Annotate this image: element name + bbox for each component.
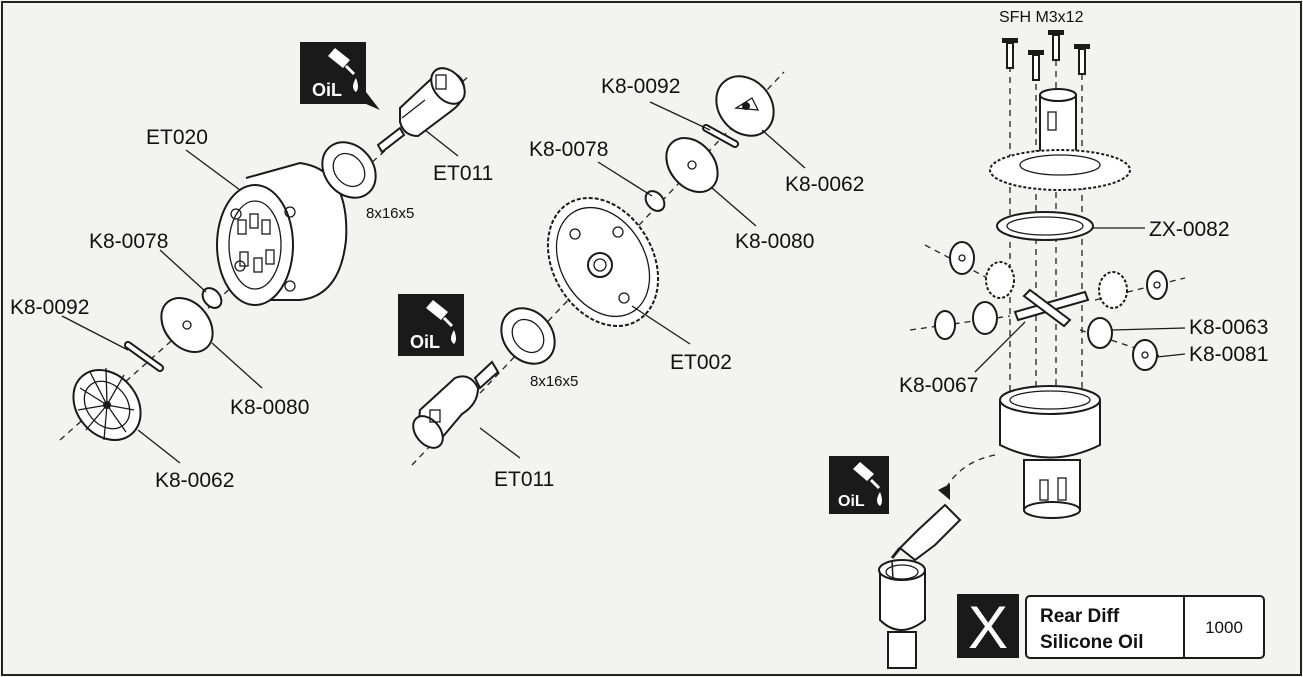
spider-gears-right [909,241,1186,371]
bearing-bottom [500,307,556,365]
label-et002: ET002 [670,351,732,374]
leader-lines-left [61,129,459,464]
x-mark-box [957,594,1019,658]
gasket-zx-0082 [996,211,1094,241]
oil-spec-box [1025,595,1265,659]
label-et011-top: ET011 [433,162,493,185]
bearing-top [321,141,377,199]
oil-icon-right: OiL [829,456,889,514]
outdrive-et011-top [376,67,466,154]
pin-mid [702,124,739,148]
label-zx-0082: ZX-0082 [1149,218,1230,241]
label-k8-0078-left: K8-0078 [89,230,168,253]
label-k8-0062-mid: K8-0062 [785,173,864,196]
leader-lines-middle [479,101,806,459]
label-et011-bottom: ET011 [494,468,554,491]
oil-icon-top: OiL [300,42,380,110]
label-k8-0063: K8-0063 [1189,316,1268,339]
label-k8-0092-mid: K8-0092 [601,75,680,98]
oil-text-top: OiL [312,80,342,100]
washer-left [160,297,214,353]
ring-gear-outdrive-right [989,88,1131,191]
diff-housing-right [999,385,1101,519]
leader-lines-right [974,227,1186,373]
axis-line-left [59,74,471,441]
oil-icon-middle: OiL [398,294,464,356]
label-k8-0080-mid: K8-0080 [735,230,814,253]
label-k8-0062-left: K8-0062 [155,469,234,492]
small-washer-left [201,287,223,309]
label-k8-0078-mid: K8-0078 [529,138,608,161]
flip-arrow [938,454,996,500]
label-k8-0092-left: K8-0092 [10,296,89,319]
small-washer-mid [644,190,666,212]
label-sfh-m3x12: SFH M3x12 [999,9,1084,26]
oil-spec-line1: Rear Diff [1040,606,1120,627]
label-bearing-top: 8x16x5 [366,205,414,222]
bevel-gear-left [72,367,142,441]
outdrive-et011-bottom [412,360,500,449]
label-bearing-bottom: 8x16x5 [530,373,578,390]
oil-text-middle: OiL [410,332,440,352]
screws-sfh-m3x12 [1002,30,1090,81]
oil-bottle-filling [878,503,962,669]
label-k8-0067: K8-0067 [899,374,978,397]
info-box: X Rear Diff Silicone Oil 1000 [957,594,1265,661]
label-k8-0080-left: K8-0080 [230,396,309,419]
bevel-gear-mid [715,75,775,137]
ring-gear-et002 [546,197,660,327]
washer-mid [665,137,719,193]
oil-text-right: OiL [838,493,865,510]
x-mark-text: X [968,594,1008,661]
diff-case-et020 [216,161,348,306]
pin-left [124,341,164,372]
oil-spec-line2: Silicone Oil [1040,632,1143,653]
label-k8-0081: K8-0081 [1189,343,1268,366]
label-et020: ET020 [146,126,208,149]
oil-viscosity-value: 1000 [1205,618,1243,637]
